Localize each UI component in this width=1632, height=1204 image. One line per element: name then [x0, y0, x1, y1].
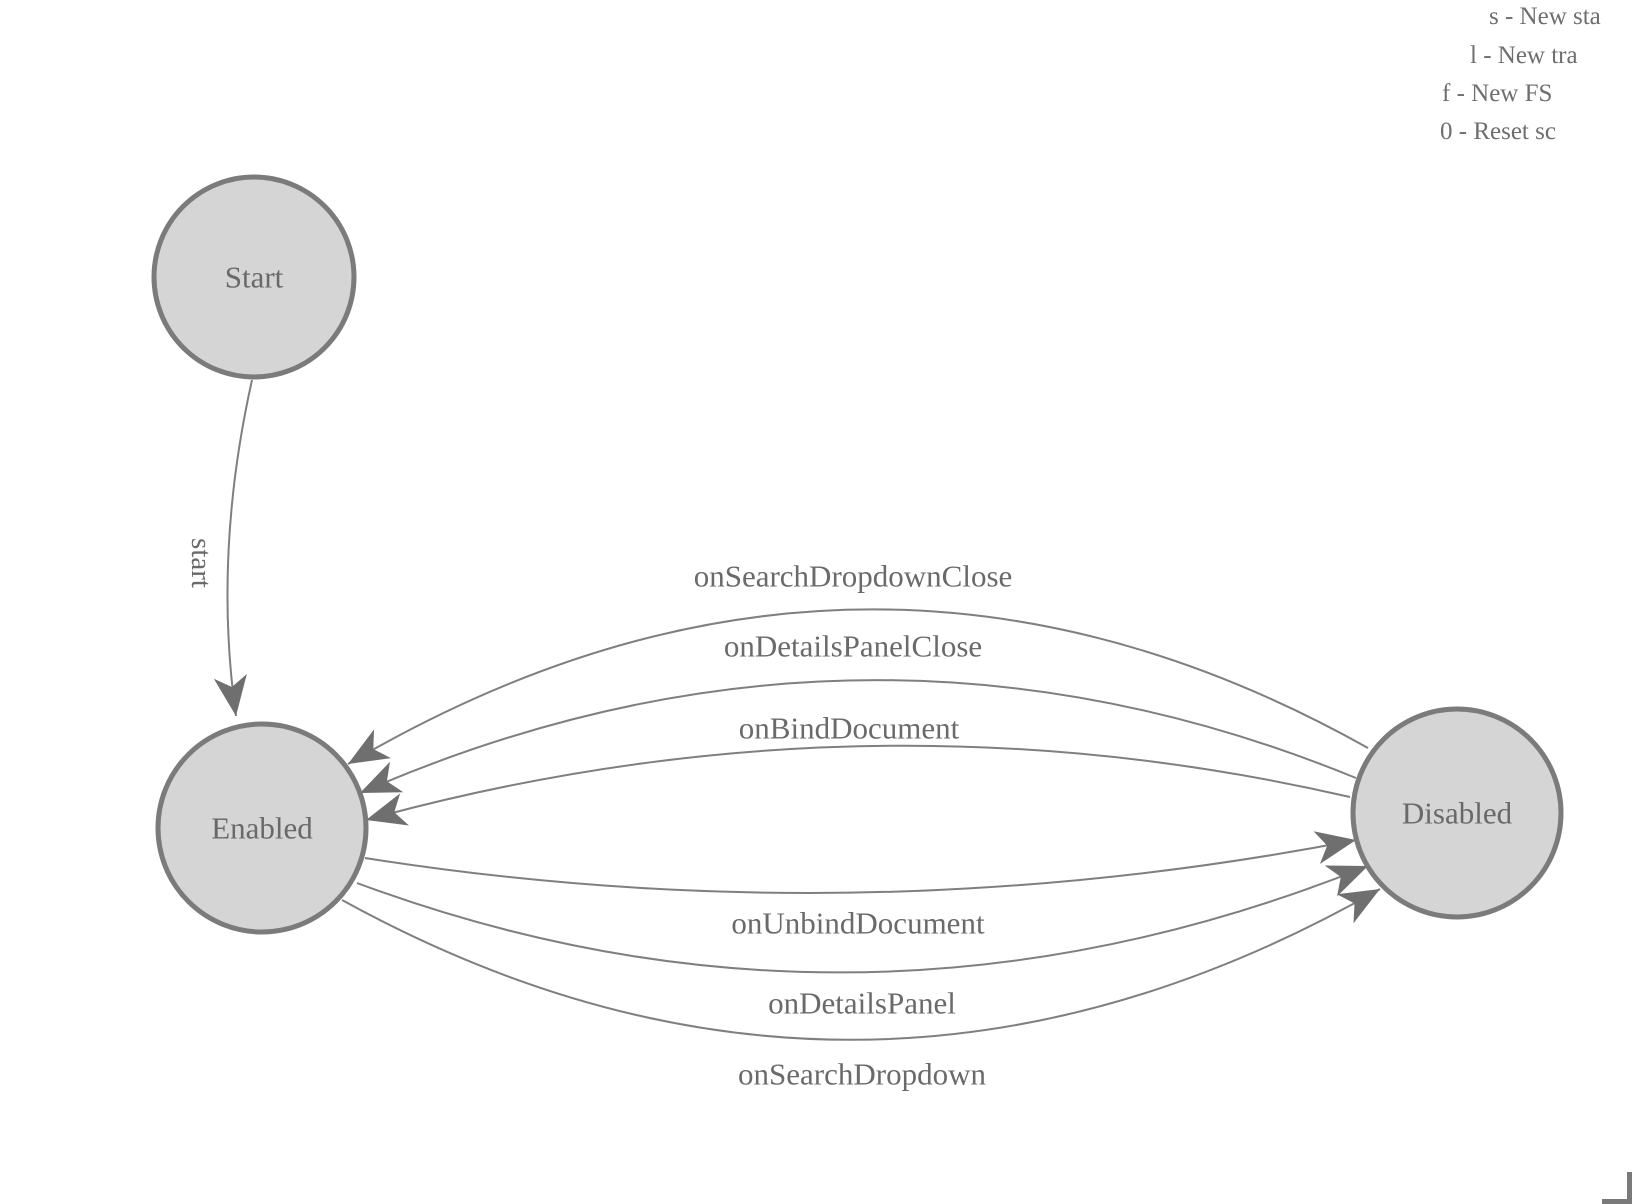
transition-label-start[interactable]: start [185, 538, 217, 588]
state-label-start: Start [225, 260, 284, 295]
transition-edge-onBindDocument[interactable] [365, 744, 1351, 826]
state-node-start[interactable]: Start [151, 174, 357, 380]
transition-edge-onSearchDropdown[interactable] [341, 888, 1381, 1041]
transition-edge-onSearchDropdownClose[interactable] [347, 608, 1369, 765]
state-label-enabled: Enabled [211, 811, 313, 846]
state-node-disabled[interactable]: Disabled [1350, 706, 1564, 920]
transition-label-onUnbindDocument[interactable]: onUnbindDocument [731, 906, 985, 941]
transition-label-onSearchDropdownClose[interactable]: onSearchDropdownClose [694, 559, 1013, 594]
canvas-corner-horizontal-line [1602, 1199, 1632, 1204]
hotkey-hint-new-state: s - New sta [1489, 3, 1601, 30]
state-circle-start[interactable] [151, 174, 357, 380]
state-circle-disabled[interactable] [1350, 706, 1564, 920]
hotkey-hint-reset: 0 - Reset sc [1440, 118, 1556, 145]
canvas-corner-vertical-line [1627, 1172, 1632, 1204]
transition-label-onDetailsPanelClose[interactable]: onDetailsPanelClose [724, 629, 982, 664]
transition-label-onDetailsPanel[interactable]: onDetailsPanel [768, 986, 956, 1021]
state-circle-enabled[interactable] [155, 721, 369, 935]
state-label-disabled: Disabled [1402, 796, 1513, 831]
hotkey-hint-new-fsm: f - New FS [1442, 80, 1553, 107]
transition-label-onSearchDropdown[interactable]: onSearchDropdown [738, 1057, 986, 1092]
transition-edge-onDetailsPanel[interactable] [356, 865, 1369, 974]
transition-edge-onUnbindDocument[interactable] [364, 831, 1357, 894]
state-node-enabled[interactable]: Enabled [155, 721, 369, 935]
hotkey-hint-new-transition: l - New tra [1470, 42, 1578, 69]
transition-edge-onDetailsPanelClose[interactable] [359, 679, 1357, 794]
transition-label-onBindDocument[interactable]: onBindDocument [739, 711, 960, 746]
transition-edge-start[interactable] [213, 379, 253, 717]
